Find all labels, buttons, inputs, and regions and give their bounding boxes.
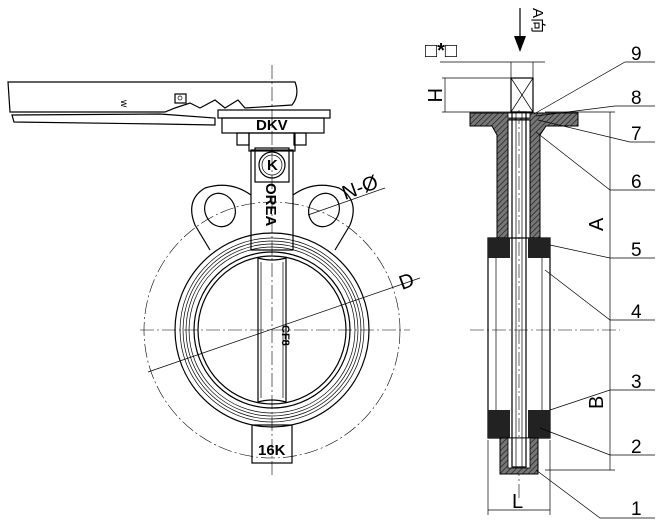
h-label: H bbox=[423, 88, 445, 102]
disc bbox=[197, 255, 347, 405]
handle-upper bbox=[7, 81, 298, 113]
a-label: A bbox=[586, 217, 608, 231]
part-number-8: 8 bbox=[631, 88, 642, 109]
direction-label: A向 bbox=[529, 8, 546, 33]
body-outer bbox=[174, 232, 370, 428]
bottom-boss bbox=[251, 424, 293, 464]
part-number-4: 4 bbox=[631, 302, 642, 323]
handle-lower bbox=[11, 113, 216, 126]
country-marking: OREA bbox=[262, 183, 279, 227]
part-number-6: 6 bbox=[631, 172, 642, 193]
left-ear bbox=[191, 184, 252, 251]
logo-marking: K bbox=[267, 157, 278, 174]
part-leaders bbox=[533, 61, 655, 519]
seat-section bbox=[488, 238, 550, 438]
seat-ring bbox=[193, 251, 351, 409]
part-number-7: 7 bbox=[631, 124, 642, 145]
d-label: D bbox=[396, 269, 417, 295]
material-marking: CF8 bbox=[279, 325, 291, 346]
holes-label: N-Ø bbox=[339, 171, 381, 204]
rating-marking: 16K bbox=[258, 442, 286, 459]
svg-text:w: w bbox=[118, 99, 129, 108]
square-label: □*□ bbox=[425, 40, 457, 62]
stem bbox=[511, 111, 527, 468]
part-number-2: 2 bbox=[631, 437, 642, 458]
disc-hub bbox=[257, 257, 287, 403]
part-number-1: 1 bbox=[631, 499, 642, 520]
front-view: w DKV K OREA N-Ø CF8 bbox=[7, 65, 421, 475]
l-label: L bbox=[512, 491, 523, 513]
brand-marking: DKV bbox=[256, 117, 288, 134]
part-number-3: 3 bbox=[631, 372, 642, 393]
part-number-9: 9 bbox=[631, 44, 642, 65]
part-number-5: 5 bbox=[631, 240, 642, 261]
bolt-circle bbox=[143, 201, 401, 459]
right-ear bbox=[292, 184, 354, 251]
neck bbox=[250, 149, 294, 251]
top-flange-section bbox=[469, 112, 579, 239]
arrow-icon bbox=[514, 36, 526, 52]
side-view: A向 □*□ H A B L bbox=[423, 8, 655, 520]
b-label: B bbox=[586, 396, 608, 409]
